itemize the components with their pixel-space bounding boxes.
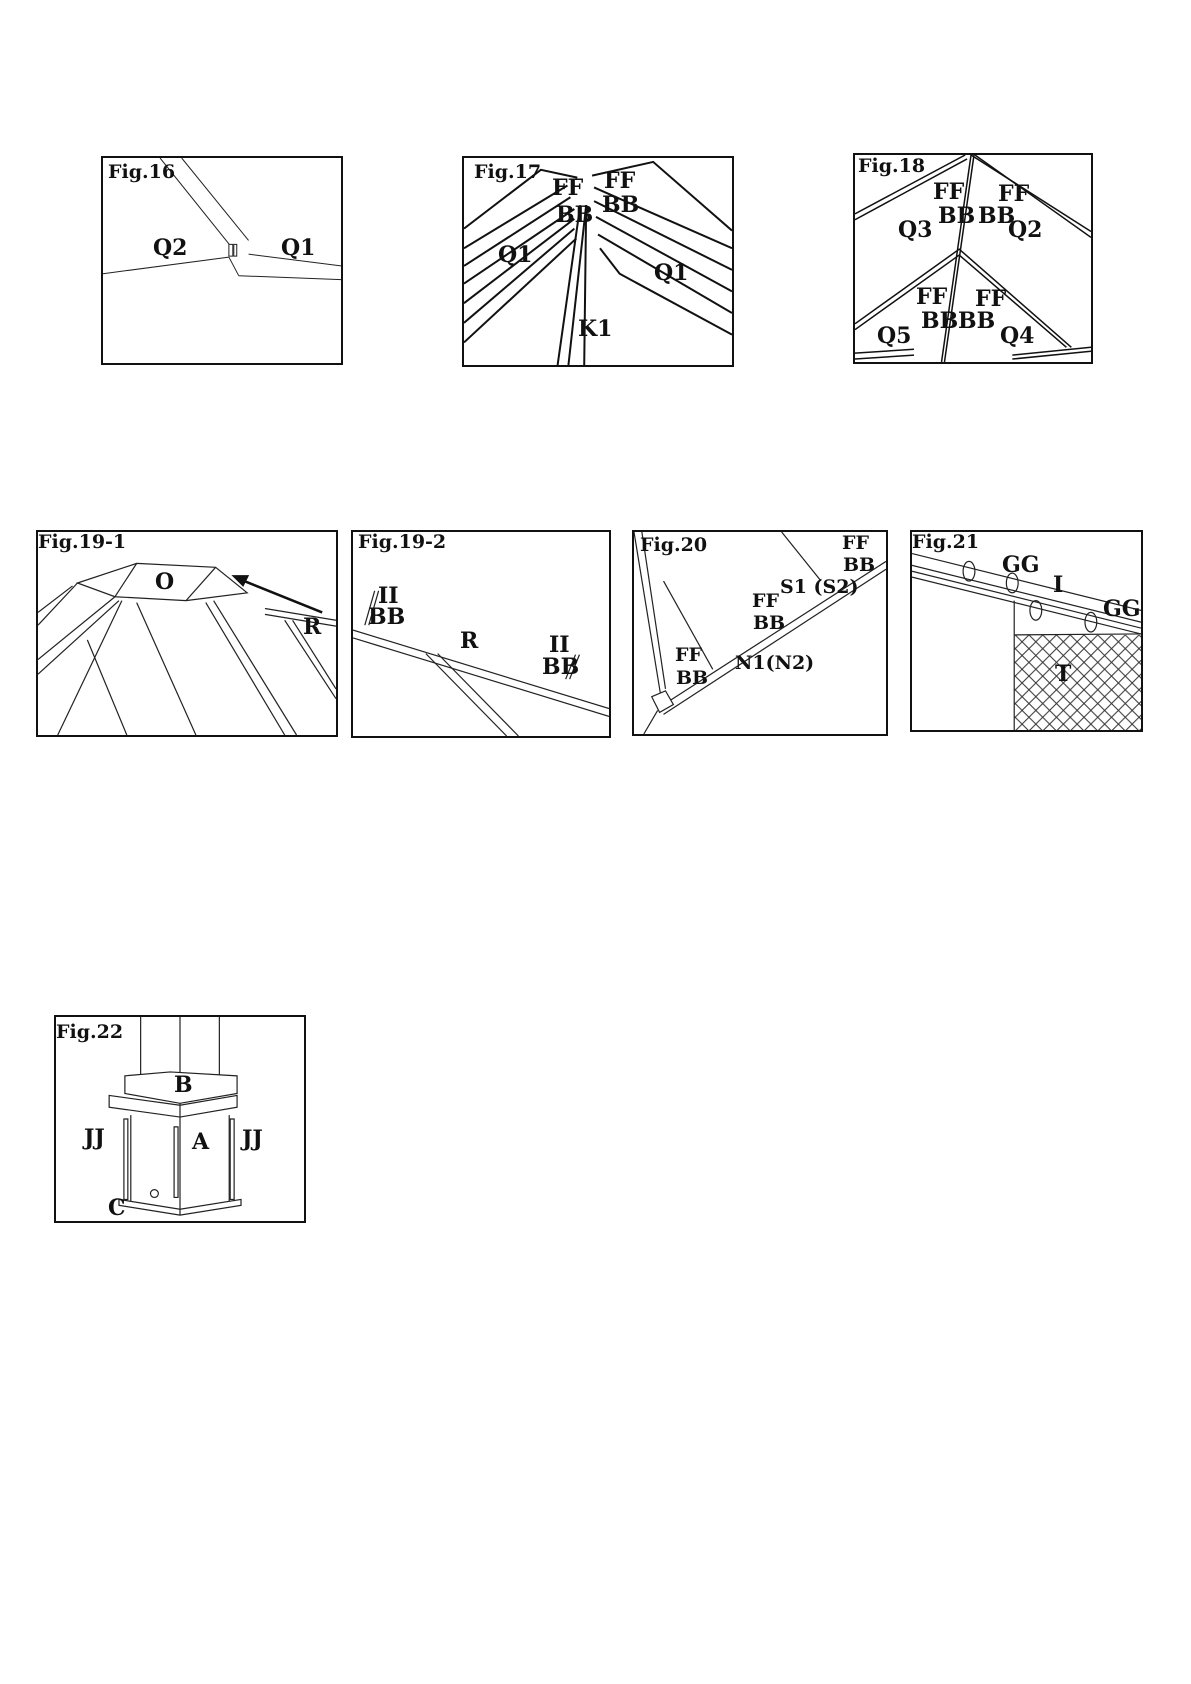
fig20-title: Fig.20 [640,536,707,555]
fig20-label-bb-top: BB [843,556,875,575]
fig19-2-drawing [353,532,609,736]
fig22-label-c: C [108,1197,126,1219]
fig17-label-ff-left: FF [552,177,583,199]
fig20-label-ff-top: FF [842,534,869,553]
figure-22: Fig.22 B JJ A JJ C [54,1015,306,1223]
fig21-label-gg-left: GG [1002,554,1040,576]
fig20-label-s1-s2: S1 (S2) [780,578,858,597]
fig20-label-ff-mid: FF [752,592,779,611]
figure-19-1: Fig.19-1 O R [36,530,338,737]
fig18-label-q5: Q5 [877,325,911,347]
fig18-label-q3: Q3 [898,219,932,241]
fig22-label-a: A [192,1131,209,1153]
figure-21: Fig.21 GG I GG T [910,530,1143,732]
fig16-label-q1: Q1 [281,237,315,259]
fig16-title: Fig.16 [108,163,175,182]
fig16-label-q2: Q2 [153,237,187,259]
figure-17: Fig.17 FF FF BB BB Q1 Q1 K1 [462,156,734,367]
fig17-label-q1-right: Q1 [654,262,688,284]
fig19-1-drawing [38,532,336,735]
fig22-label-jj-right: JJ [242,1128,263,1150]
fig19-2-label-r: R [460,630,478,652]
fig19-1-label-r: R [303,616,321,638]
fig21-title: Fig.21 [912,533,979,552]
fig17-label-k1: K1 [578,318,612,340]
fig22-label-b: B [174,1074,193,1096]
fig18-label-bb-4: BB [958,310,995,332]
figure-16: Fig.16 Q2 Q1 [101,156,343,365]
fig19-2-label-bb-left: BB [368,606,405,628]
fig20-label-bb-mid: BB [753,614,785,633]
fig19-1-label-o: O [155,571,174,593]
fig22-drawing [56,1017,304,1221]
fig19-2-title: Fig.19-2 [358,533,446,552]
fig17-label-q1-left: Q1 [498,244,532,266]
fig18-label-q2: Q2 [1008,219,1042,241]
fig20-label-ff-low: FF [675,646,702,665]
figure-20: Fig.20 FF BB S1 (S2) FF BB FF BB N1(N2) [632,530,888,736]
fig17-label-bb-left: BB [556,204,593,226]
fig18-label-ff-1: FF [933,181,964,203]
fig21-label-i: I [1053,574,1063,596]
fig21-label-t: T [1055,663,1071,685]
fig18-title: Fig.18 [858,157,925,176]
fig22-label-jj-left: JJ [84,1127,105,1149]
fig18-label-q4: Q4 [1000,325,1034,347]
fig17-label-bb-right: BB [602,194,639,216]
fig18-label-ff-2: FF [998,183,1029,205]
fig18-label-bb-3: BB [921,310,958,332]
fig17-label-ff-right: FF [604,170,635,192]
fig20-label-n1-n2: N1(N2) [735,654,814,673]
fig18-label-ff-4: FF [975,288,1006,310]
figure-18: Fig.18 FF FF BB BB Q3 Q2 FF FF BB BB Q5 … [853,153,1093,364]
fig21-label-gg-right: GG [1103,598,1141,620]
fig19-1-title: Fig.19-1 [38,533,126,552]
fig18-label-ff-3: FF [916,286,947,308]
fig17-title: Fig.17 [474,163,541,182]
fig22-title: Fig.22 [56,1023,123,1042]
fig18-label-bb-1: BB [938,205,975,227]
fig20-label-bb-low: BB [676,669,708,688]
fig19-2-label-ii-right: II [549,634,570,656]
fig19-2-label-bb-right: BB [542,656,579,678]
figure-19-2: Fig.19-2 II BB R II BB [351,530,611,738]
